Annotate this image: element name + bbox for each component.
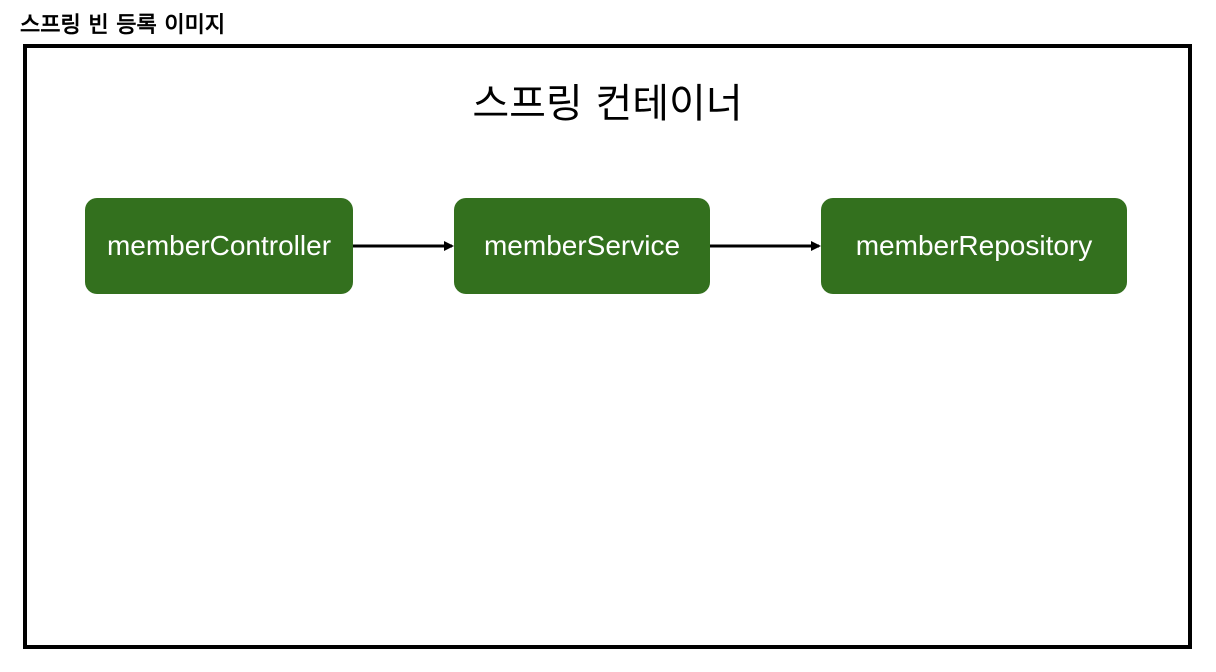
dependency-arrows <box>353 241 821 251</box>
bean-member-repository: memberRepository <box>821 198 1127 294</box>
spring-container-title: 스프링 컨테이너 <box>472 81 743 127</box>
bean-member-service: memberService <box>454 198 710 294</box>
bean-member-controller: memberController <box>85 198 353 294</box>
page-heading: 스프링 빈 등록 이미지 <box>20 13 226 38</box>
spring-container-frame: 스프링 컨테이너 memberController memberService … <box>23 44 1192 649</box>
